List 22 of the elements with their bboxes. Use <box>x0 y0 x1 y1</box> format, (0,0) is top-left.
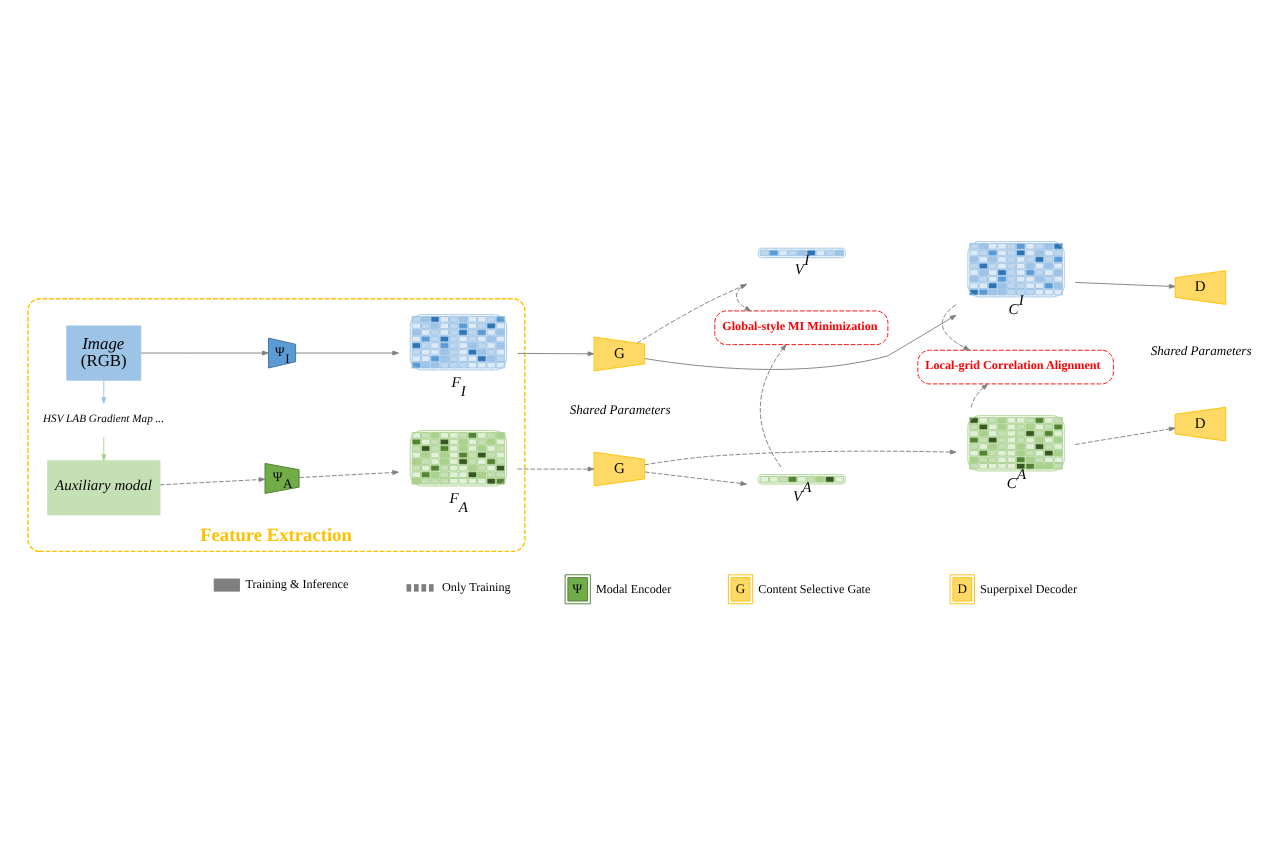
arrow <box>644 448 957 465</box>
arrow <box>644 313 957 369</box>
arrow <box>759 343 787 467</box>
arrow <box>970 382 988 407</box>
arrow <box>1074 425 1176 444</box>
arrow <box>644 470 747 485</box>
arrow <box>101 379 107 403</box>
node-box: G <box>593 450 646 486</box>
node-box: D <box>1174 269 1227 304</box>
arrow <box>941 303 970 350</box>
arrow <box>295 349 399 355</box>
node-box: Image (RGB) <box>66 324 142 380</box>
node-box: G <box>593 335 646 371</box>
arrow <box>140 349 269 355</box>
arrow <box>298 469 399 477</box>
arrow <box>101 435 107 460</box>
arrow <box>159 476 266 485</box>
arrow <box>516 465 595 471</box>
node-box: D <box>1174 405 1227 441</box>
arrow <box>516 350 595 356</box>
node-box: Auxiliary modal <box>47 459 161 515</box>
arrow <box>1074 280 1176 288</box>
